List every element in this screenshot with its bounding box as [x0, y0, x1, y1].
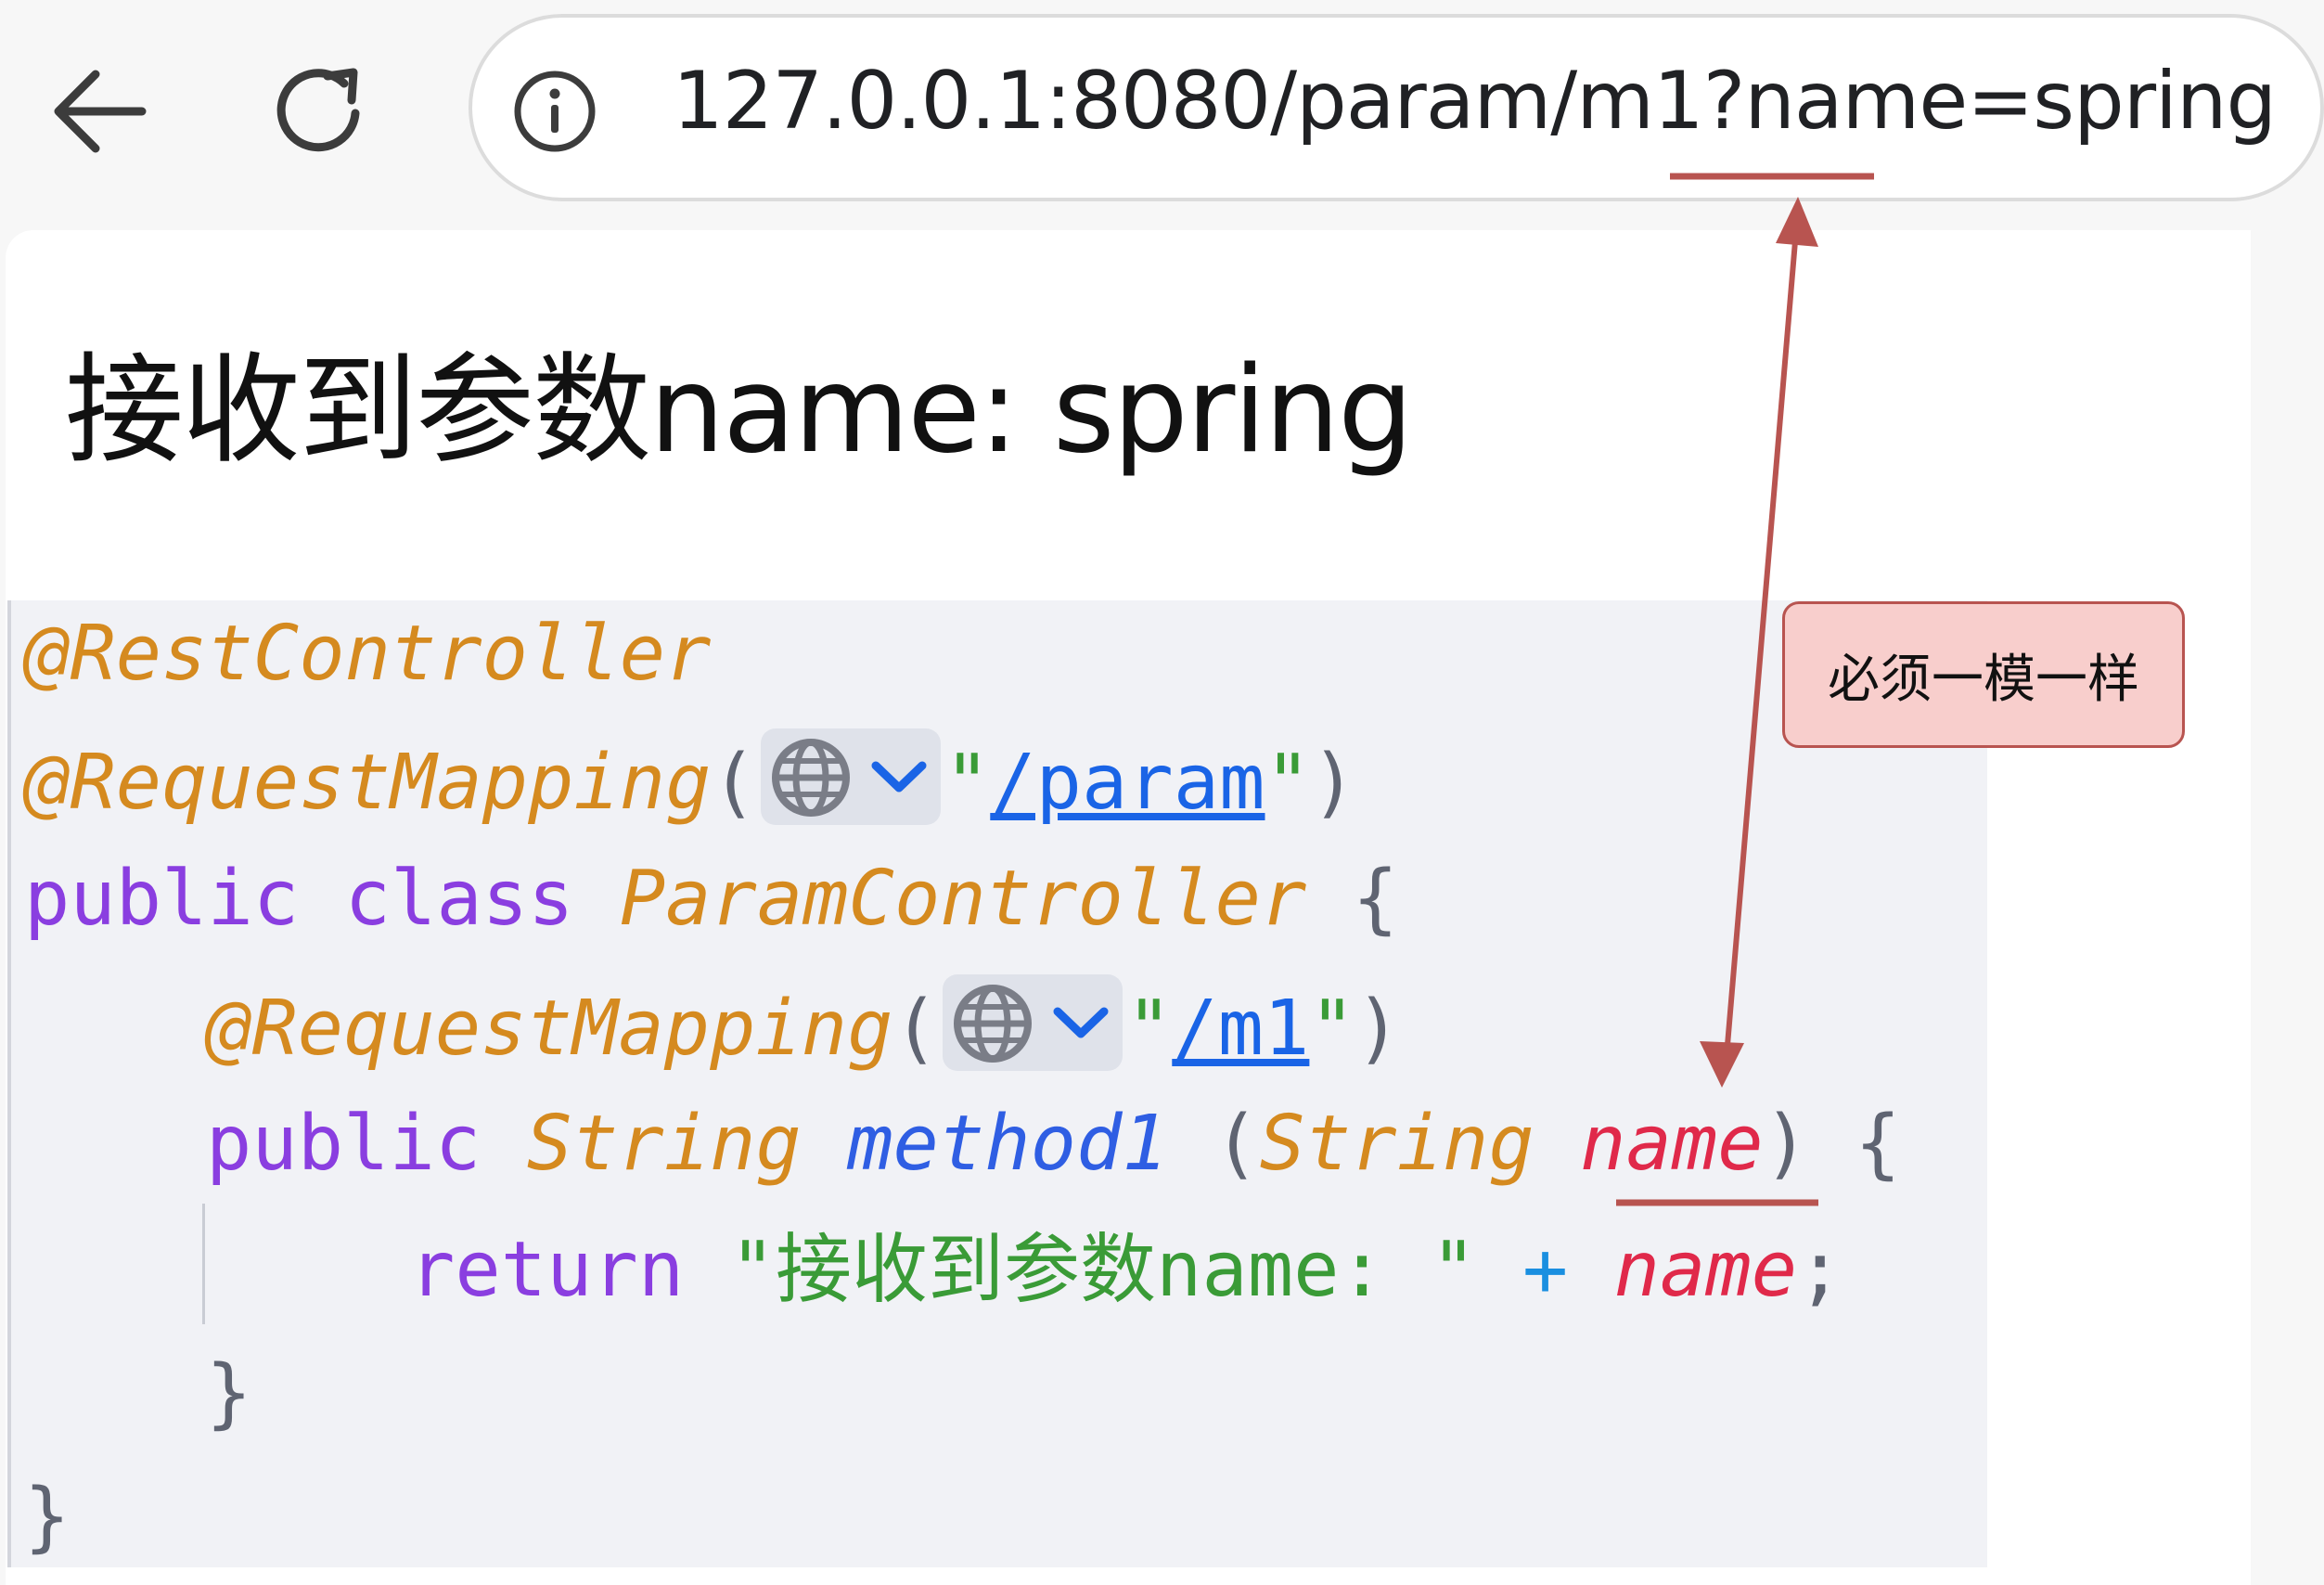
info-icon[interactable]: [511, 68, 598, 155]
annotation-request-mapping-m1: @RequestMapping: [206, 985, 893, 1073]
path-m1[interactable]: /m1: [1172, 985, 1310, 1073]
endpoint-chip[interactable]: [760, 728, 941, 825]
method-param-name: name: [1580, 1100, 1764, 1188]
annotation-request-mapping: @RequestMapping: [24, 739, 712, 827]
chevron-down-icon: [871, 761, 927, 792]
path-param[interactable]: /param: [990, 739, 1265, 827]
reload-icon: [276, 68, 360, 152]
code-block: @RestController @RequestMapping("/param"…: [7, 600, 1987, 1567]
reload-button[interactable]: [255, 46, 385, 176]
endpoint-chip-m1[interactable]: [942, 974, 1123, 1071]
return-string: "接收到参数name: ": [729, 1226, 1477, 1314]
code-line-return: return "接收到参数name: " + name;: [409, 1226, 1843, 1314]
code-line-method-close: }: [206, 1349, 252, 1437]
code-line-rest-controller: @RestController: [24, 608, 712, 701]
method-name: method1: [847, 1100, 1168, 1188]
url-text[interactable]: 127.0.0.1:8080/param/m1?name=spring: [673, 55, 2277, 148]
browser-toolbar: 127.0.0.1:8080/param/m1?name=spring: [0, 0, 2324, 223]
code-line-class-close: }: [24, 1473, 71, 1561]
code-line-class-decl: public class ParamController {: [24, 855, 1399, 943]
code-line-method-mapping: @RequestMapping("/m1"): [24, 974, 1401, 1076]
globe-icon: [953, 985, 1032, 1063]
callout-box: 必须一模一样: [1782, 601, 2185, 748]
indent-guide: [202, 1204, 205, 1324]
annotation-rest-controller: @RestController: [24, 610, 712, 698]
code-line-method-decl: public String method1 (String name) {: [206, 1100, 1901, 1188]
return-var: name: [1613, 1226, 1798, 1314]
response-text: 接收到参数name: spring: [65, 341, 1413, 480]
class-name: ParamController: [619, 855, 1307, 943]
chevron-down-icon: [1053, 1007, 1109, 1038]
arrow-left-icon: [54, 70, 147, 153]
back-button[interactable]: [35, 46, 165, 176]
globe-icon: [771, 739, 850, 817]
address-bar[interactable]: 127.0.0.1:8080/param/m1?name=spring: [469, 14, 2324, 201]
code-line-class-mapping: @RequestMapping("/param"): [24, 728, 1356, 830]
